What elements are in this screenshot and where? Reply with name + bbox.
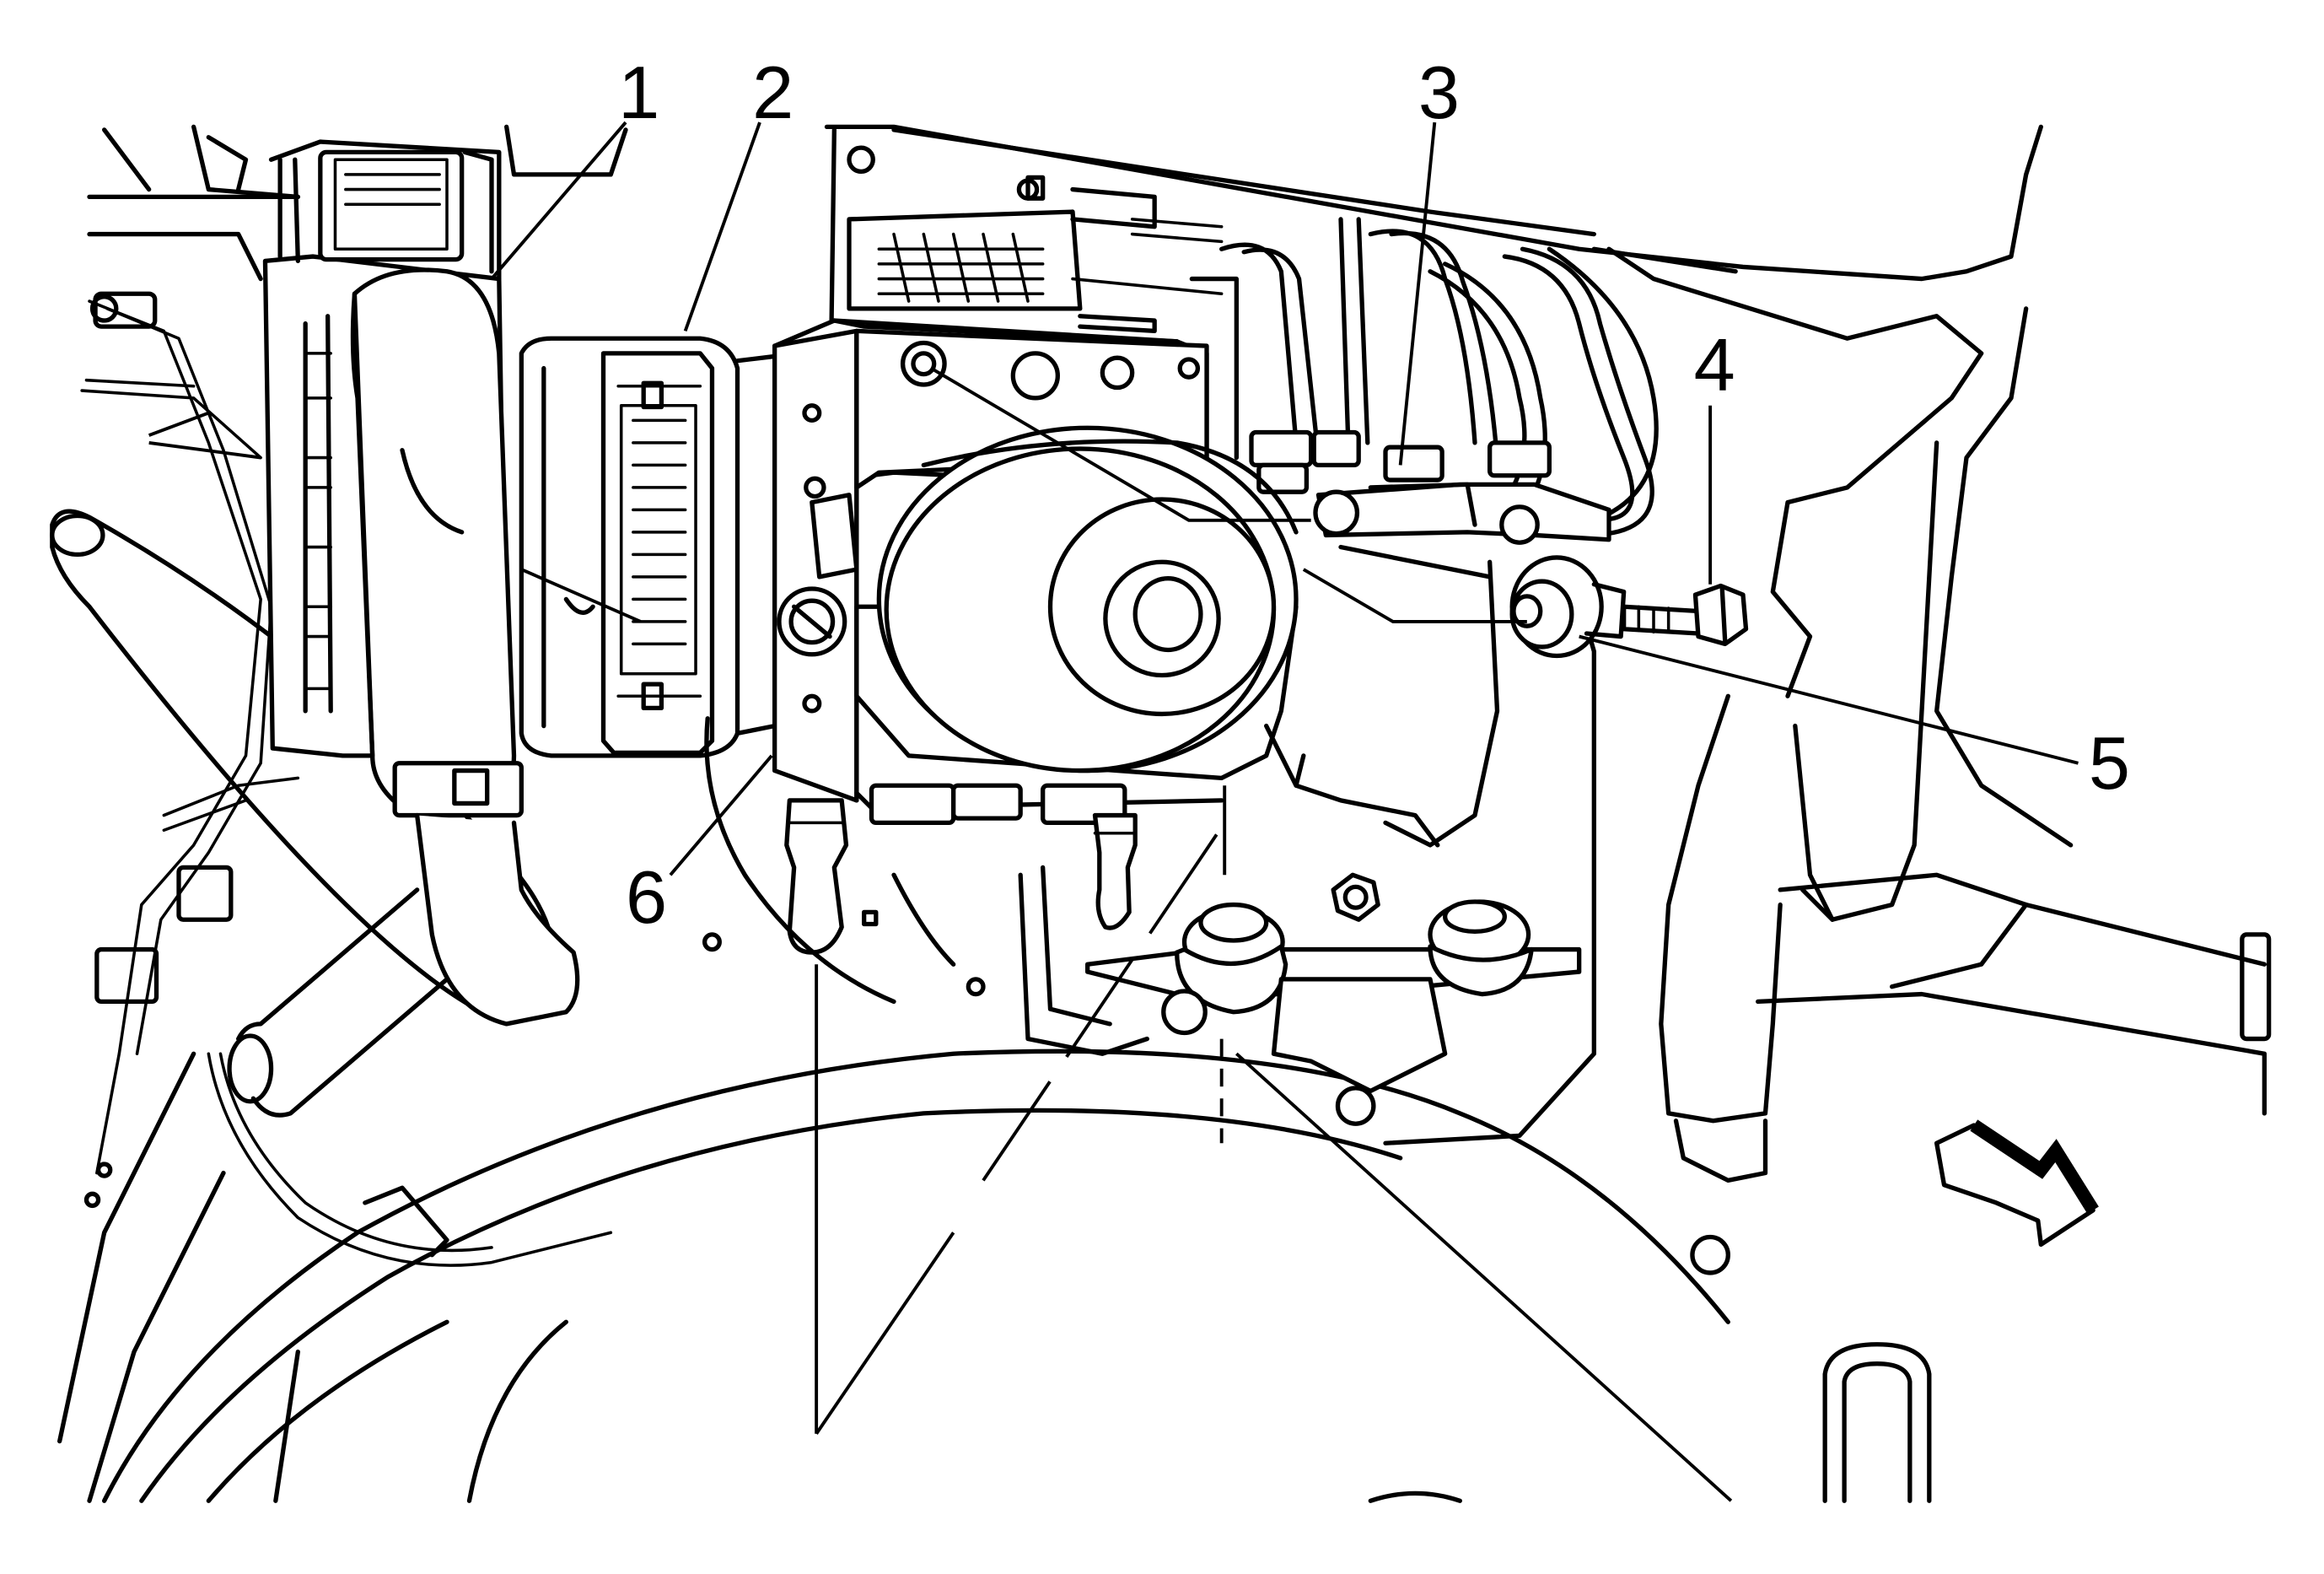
callout-2: 2 bbox=[752, 51, 793, 134]
mounting-bracket bbox=[702, 544, 1596, 1145]
grommet bbox=[1509, 555, 1627, 659]
forward-direction-arrow bbox=[1934, 1119, 2099, 1248]
control-module bbox=[519, 336, 777, 758]
brake-lines-harness bbox=[847, 145, 1659, 545]
callout-5: 5 bbox=[2089, 721, 2130, 805]
leader-lines bbox=[148, 121, 2079, 1502]
callout-4: 4 bbox=[1694, 323, 1735, 407]
bolt bbox=[1622, 583, 1749, 647]
callout-1: 1 bbox=[618, 51, 659, 134]
callout-6: 6 bbox=[626, 855, 667, 939]
callouts: 1 2 3 4 5 6 bbox=[618, 51, 2130, 939]
callout-3: 3 bbox=[1418, 51, 1460, 134]
electrical-connector bbox=[262, 139, 580, 1027]
brake-pressure-modulator-valve bbox=[772, 318, 1299, 955]
vehicle-body-structure bbox=[50, 124, 2272, 1503]
